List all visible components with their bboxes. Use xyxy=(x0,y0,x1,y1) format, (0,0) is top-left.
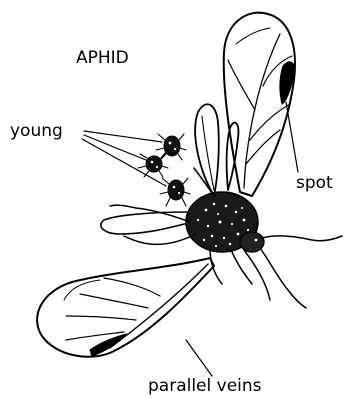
diagram-title: APHID xyxy=(76,48,129,68)
young-nymphs xyxy=(138,134,190,206)
wing-flap xyxy=(101,212,192,234)
leader-lines xyxy=(82,102,298,376)
young-label: young xyxy=(10,121,63,141)
nymph-3 xyxy=(160,178,190,206)
wing-spot xyxy=(280,62,295,104)
upper-forewing xyxy=(224,13,295,196)
antennae xyxy=(260,236,342,308)
nymph-1 xyxy=(156,134,186,160)
parallel-veins-label: parallel veins xyxy=(148,376,262,396)
aphid-body xyxy=(186,192,264,252)
spot-label: spot xyxy=(296,173,333,193)
